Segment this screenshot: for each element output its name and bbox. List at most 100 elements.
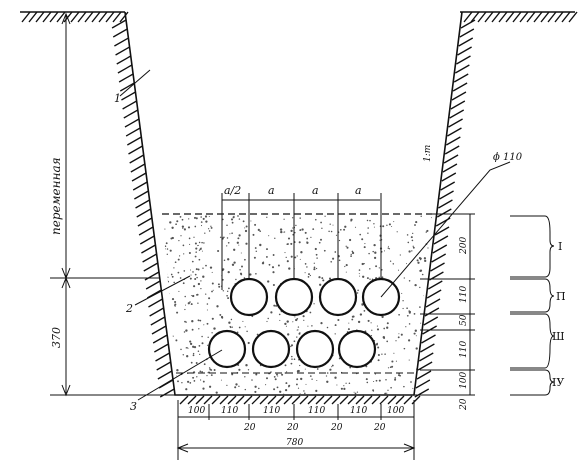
hatch-stroke (452, 82, 468, 92)
hatch-stroke (111, 19, 127, 29)
sand-grain (229, 233, 231, 235)
sand-grain (413, 313, 416, 315)
sand-grain (189, 340, 192, 343)
sand-grain (235, 383, 238, 386)
sand-grain (351, 318, 354, 321)
sand-grain (387, 245, 389, 247)
hatch-stroke (131, 172, 147, 182)
dim-20: 20 (459, 398, 469, 411)
sand-grain (424, 358, 427, 361)
sand-grain (291, 358, 293, 360)
sand-grain (344, 265, 346, 268)
sand-grain (163, 357, 165, 360)
sand-grain (247, 341, 250, 345)
sand-grain (201, 335, 203, 338)
sand-grain (202, 267, 204, 269)
sand-grain (286, 260, 289, 263)
sand-grain (183, 253, 185, 255)
hatch-stroke (187, 395, 197, 405)
sand-grain (410, 381, 412, 383)
sand-grain (259, 230, 261, 232)
sand-grain (349, 366, 352, 369)
callout-1: 1 (114, 92, 121, 105)
sand-grain (226, 224, 228, 226)
sand-grain (366, 277, 369, 280)
sand-grain (299, 229, 302, 232)
sand-grain (386, 340, 389, 343)
sand-grain (223, 236, 225, 239)
sand-grain (250, 220, 252, 222)
sand-grain (422, 334, 425, 337)
sand-grain (202, 380, 205, 383)
hatch-stroke (98, 11, 108, 23)
sand-grain (301, 228, 304, 231)
sand-grain (414, 224, 416, 226)
sand-grain (234, 386, 237, 389)
sand-grain (226, 290, 229, 293)
hatch-stroke (453, 73, 469, 83)
sand-grain (284, 252, 286, 254)
sand-grain (328, 230, 330, 233)
sand-grain (335, 234, 338, 236)
sand-grain (165, 273, 168, 276)
sand-grain (296, 336, 298, 338)
sand-grain (200, 216, 203, 218)
sand-grain (311, 378, 313, 380)
sand-grain (398, 313, 400, 316)
sand-grain (238, 326, 241, 329)
sand-grain (185, 329, 188, 332)
hatch-stroke (438, 199, 453, 209)
sand-grain (173, 267, 175, 269)
sand-grain (419, 306, 421, 308)
sand-grain (350, 255, 352, 257)
hatch-stroke (179, 395, 189, 405)
sand-grain (339, 228, 342, 231)
sand-grain (287, 237, 291, 240)
sand-grain (197, 282, 201, 286)
sand-grain (237, 237, 240, 240)
sand-grain (411, 250, 413, 252)
sand-grain (190, 361, 193, 364)
sand-grain (381, 276, 384, 279)
sand-grain (203, 242, 205, 244)
sand-grain (308, 273, 310, 276)
sand-grain (210, 226, 213, 229)
sand-grain (197, 302, 199, 304)
sand-grain (217, 283, 220, 286)
sand-grain (311, 325, 313, 327)
sand-grain (432, 220, 434, 222)
hatch-stroke (449, 109, 465, 119)
sand-grain (198, 249, 201, 251)
hatch-stroke (414, 388, 430, 398)
sand-grain (209, 368, 212, 371)
sand-grain (275, 304, 278, 307)
sand-grain (201, 342, 204, 345)
sand-grain (182, 244, 185, 247)
sand-grain (395, 360, 397, 362)
sand-grain (345, 382, 347, 384)
label-pipe-diameter: ϕ 110 (493, 152, 523, 163)
sand-grain (201, 371, 203, 373)
sand-grain (222, 269, 224, 272)
hatch-stroke (137, 217, 153, 227)
sand-grain (166, 248, 169, 250)
sand-grain (197, 268, 200, 271)
sand-grain (287, 243, 289, 245)
sand-grain (331, 364, 334, 367)
sand-grain (273, 388, 276, 391)
sand-grain (223, 259, 226, 262)
sand-grain (358, 273, 360, 275)
dim-100: 100 (459, 372, 469, 389)
hatch-stroke (129, 154, 144, 164)
sand-grain (170, 273, 173, 276)
sand-grain (376, 325, 378, 327)
sand-grain (163, 358, 166, 361)
sand-grain (373, 243, 376, 247)
sand-grain (196, 276, 198, 279)
sand-grain (296, 378, 299, 381)
sand-grain (316, 257, 318, 259)
trench-walls (124, 11, 463, 396)
sand-grain (164, 245, 167, 247)
bdim-20-3: 20 (330, 423, 343, 433)
sand-grain (293, 340, 296, 343)
